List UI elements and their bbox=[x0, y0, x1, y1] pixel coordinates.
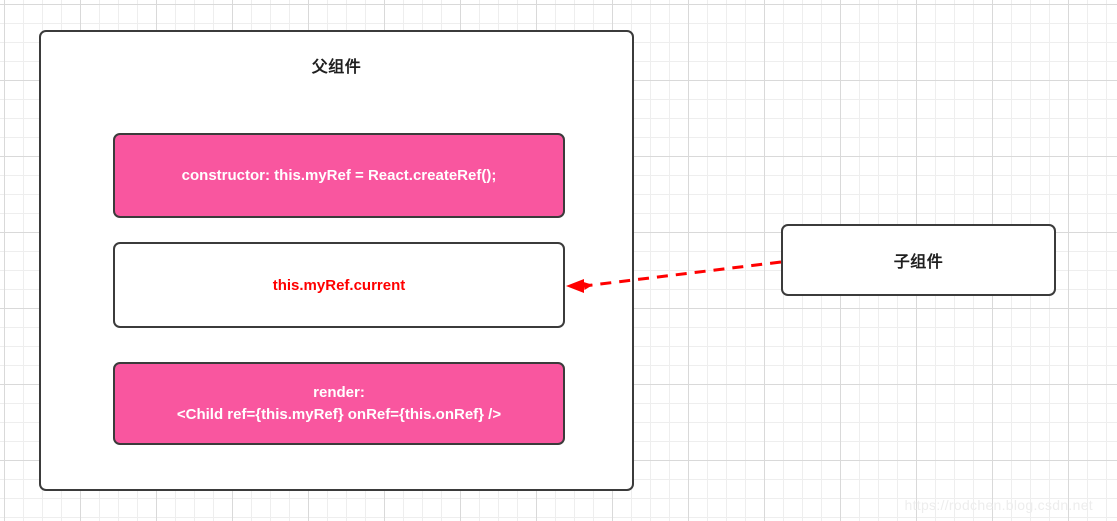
child-component-box[interactable]: 子组件 bbox=[781, 224, 1056, 296]
child-component-title: 子组件 bbox=[893, 254, 944, 271]
parent-component-title: 父组件 bbox=[311, 59, 362, 76]
parent-row-render-line-2: <Child ref={this.myRef} onRef={this.onRe… bbox=[176, 405, 502, 423]
parent-row-render[interactable]: render: <Child ref={this.myRef} onRef={t… bbox=[113, 362, 565, 445]
parent-row-constructor-label: constructor: this.myRef = React.createRe… bbox=[181, 167, 497, 184]
parent-row-render-line-1: render: bbox=[313, 383, 365, 401]
parent-row-render-label: render: <Child ref={this.myRef} onRef={t… bbox=[177, 382, 501, 426]
parent-row-constructor[interactable]: constructor: this.myRef = React.createRe… bbox=[113, 133, 565, 218]
parent-component-box[interactable]: 父组件 constructor: this.myRef = React.crea… bbox=[39, 30, 634, 491]
parent-row-current[interactable]: this.myRef.current bbox=[113, 242, 565, 328]
watermark: https://rodchen.blog.csdn.net bbox=[904, 497, 1093, 513]
parent-row-current-label: this.myRef.current bbox=[272, 276, 406, 294]
